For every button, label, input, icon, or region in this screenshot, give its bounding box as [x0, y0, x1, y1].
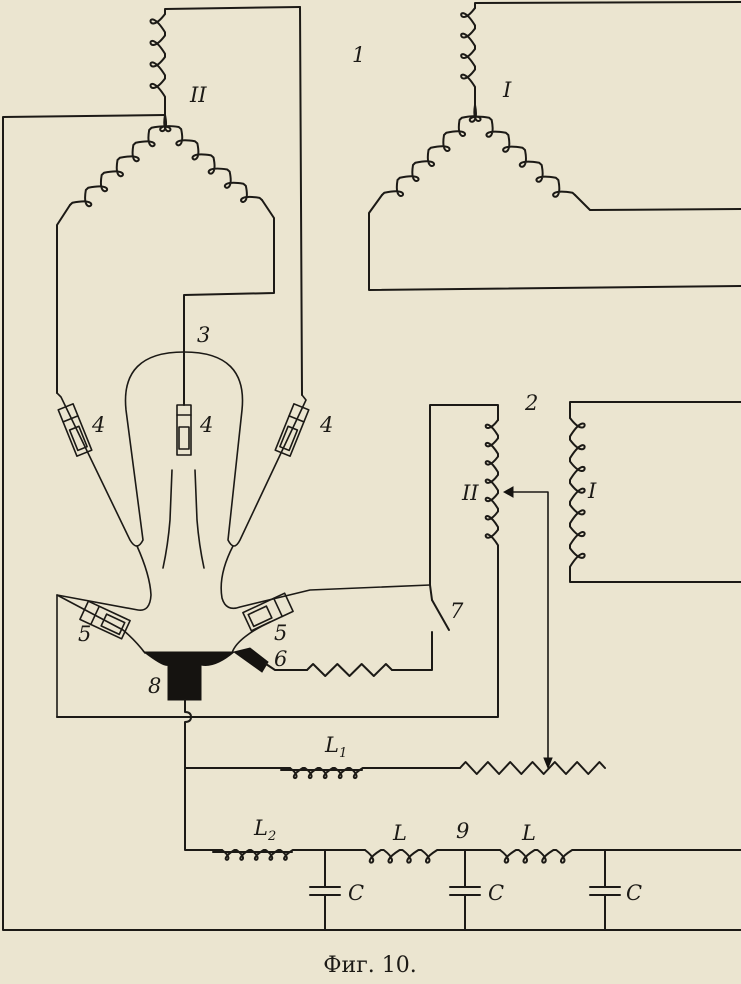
stem-line [194, 469, 205, 569]
labels: 1 II I 3 4 4 4 2 II I 5 5 6 7 8 9 L1 L2 … [78, 43, 642, 978]
label-c: C [488, 881, 504, 905]
wire [569, 401, 741, 419]
label-transformer: 1 [352, 43, 365, 67]
wire [368, 194, 741, 291]
label-anode: 4 [319, 413, 333, 437]
coil-icon [569, 417, 586, 571]
anode-center [176, 404, 192, 456]
wire [183, 199, 275, 406]
label-c: C [626, 881, 642, 905]
dc-filter [184, 699, 741, 931]
label-cathode: 8 [148, 674, 161, 698]
wire [56, 547, 499, 718]
anode-left [57, 403, 93, 457]
wire [391, 631, 433, 671]
arrow-icon [502, 486, 514, 498]
anode-right [274, 403, 310, 457]
choke-l2-icon [212, 849, 296, 861]
capacitor-icon [449, 849, 481, 931]
label-l2: L2 [253, 816, 276, 844]
bulb-outline [56, 351, 307, 547]
label-exc-i: I [587, 479, 597, 503]
label-anode: 4 [91, 413, 105, 437]
choke-l1-icon [280, 767, 366, 780]
wire [474, 1, 741, 9]
wire [299, 6, 303, 396]
stem-line [162, 469, 173, 569]
coil-icon [468, 104, 576, 198]
bulb-lower-left [56, 594, 146, 654]
wire [164, 6, 301, 15]
tap-wire [507, 491, 549, 766]
choke-l-icon [499, 849, 576, 864]
label-exc-ii: II [461, 481, 479, 505]
label-l1: L1 [324, 733, 347, 761]
resistor-icon [306, 663, 393, 677]
coil-icon [381, 104, 482, 197]
wire [265, 663, 308, 671]
choke-l-icon [364, 849, 441, 864]
label-aux-anode: 5 [78, 622, 91, 646]
wire [429, 584, 433, 601]
aux-anode-left [79, 600, 131, 640]
label-c: C [348, 881, 364, 905]
rheostat-icon[interactable] [459, 761, 606, 775]
wire [569, 569, 741, 583]
coil-icon [149, 13, 166, 101]
label-bulb: 3 [197, 323, 210, 347]
wire [2, 114, 741, 931]
label-exc-transformer: 2 [524, 391, 538, 415]
bulb-lower-left [56, 545, 152, 718]
excitation-circuit [56, 401, 741, 766]
bulb-lower-right [220, 545, 431, 610]
label-star-ii: II [189, 83, 207, 107]
wire [574, 194, 741, 211]
label-switch: 7 [450, 599, 464, 623]
label-aux-anode: 5 [274, 621, 287, 645]
figure-caption: Фиг. 10. [323, 953, 416, 978]
wire [56, 204, 71, 394]
capacitor-icon [309, 849, 341, 931]
capacitor-icon [589, 849, 621, 931]
mercury-arc-bulb [56, 351, 431, 718]
arrow-icon [543, 757, 553, 770]
wire [184, 699, 223, 851]
coil-icon [159, 114, 263, 203]
aux-anode-right [242, 592, 294, 632]
switch-blade[interactable] [431, 599, 450, 631]
coil-icon [484, 419, 499, 549]
mercury-cathode [142, 651, 236, 701]
label-node-9: 9 [456, 819, 469, 843]
label-anode: 4 [199, 413, 213, 437]
wire [429, 404, 499, 586]
label-ignition: 6 [274, 647, 287, 671]
label-l: L [392, 821, 407, 845]
star-winding-i [368, 1, 741, 291]
label-l: L [521, 821, 536, 845]
label-star-i: I [502, 78, 512, 102]
coil-icon [69, 114, 172, 208]
coil-icon [460, 7, 476, 91]
ignition-electrode [232, 647, 269, 673]
star-winding-ii [2, 6, 741, 931]
